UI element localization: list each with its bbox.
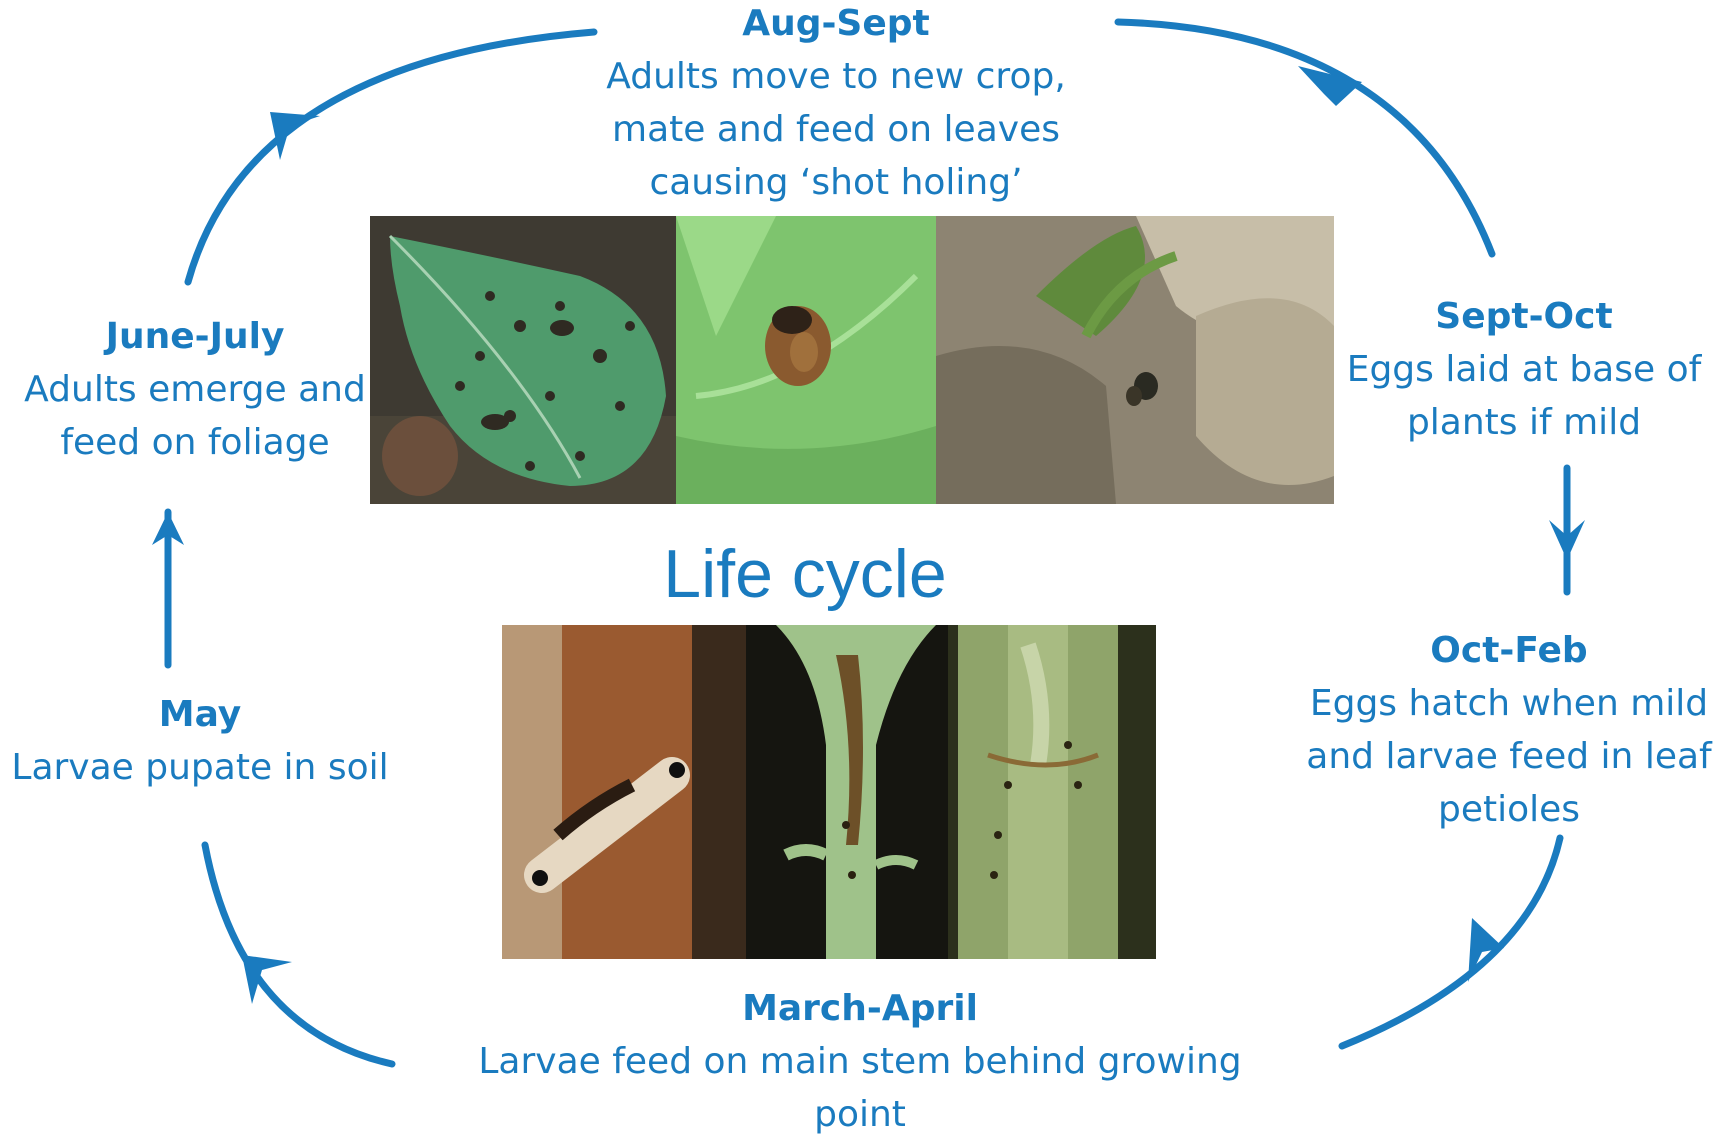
stage-desc-line: Eggs laid at base of [1330, 343, 1718, 396]
stage-period: March-April [460, 982, 1260, 1035]
stage-june-july: June-July Adults emerge and feed on foli… [10, 310, 380, 469]
photo-shot-holed-leaf [370, 216, 676, 504]
stage-desc-line: mate and feed on leaves [566, 103, 1106, 156]
photo-stem-exit-holes [948, 625, 1156, 959]
stage-desc-line: causing ‘shot holing’ [566, 156, 1106, 209]
stage-desc-line: plants if mild [1330, 396, 1718, 449]
photo-damaged-main-stem [746, 625, 948, 959]
stage-desc-line: Larvae pupate in soil [0, 741, 400, 794]
stage-sept-oct: Sept-Oct Eggs laid at base of plants if … [1330, 290, 1718, 449]
stage-desc-line: feed on foliage [10, 416, 380, 469]
stage-march-april: March-April Larvae feed on main stem beh… [460, 982, 1260, 1141]
stage-period: Sept-Oct [1330, 290, 1718, 343]
stage-period: Oct-Feb [1300, 624, 1718, 677]
stage-may: May Larvae pupate in soil [0, 688, 400, 794]
stage-aug-sept: Aug-Sept Adults move to new crop, mate a… [566, 0, 1106, 209]
arrowhead-march-to-may [242, 955, 292, 1004]
diagram-title: Life cycle [640, 534, 970, 614]
stage-desc-line: petioles [1300, 783, 1718, 836]
arrow-march-to-may [205, 845, 392, 1064]
stage-period: June-July [10, 310, 380, 363]
stage-desc-line: Larvae feed on main stem behind growing [460, 1035, 1260, 1088]
arrowhead-june-to-aug [270, 112, 320, 160]
stage-desc-line: Adults emerge and [10, 363, 380, 416]
stage-oct-feb: Oct-Feb Eggs hatch when mild and larvae … [1300, 624, 1718, 836]
stage-desc-line: and larvae feed in leaf [1300, 730, 1718, 783]
arrow-oct-to-march [1342, 838, 1560, 1046]
stage-desc-line: Adults move to new crop, [566, 50, 1106, 103]
photo-flea-beetle-on-leaf [676, 216, 936, 504]
stage-desc-line: Eggs hatch when mild [1300, 677, 1718, 730]
stage-period: May [0, 688, 400, 741]
photo-larva-in-stem [502, 625, 746, 959]
stage-period: Aug-Sept [566, 0, 1106, 50]
stage-desc-line: point [460, 1088, 1260, 1141]
photo-beetle-at-plant-base [936, 216, 1334, 504]
